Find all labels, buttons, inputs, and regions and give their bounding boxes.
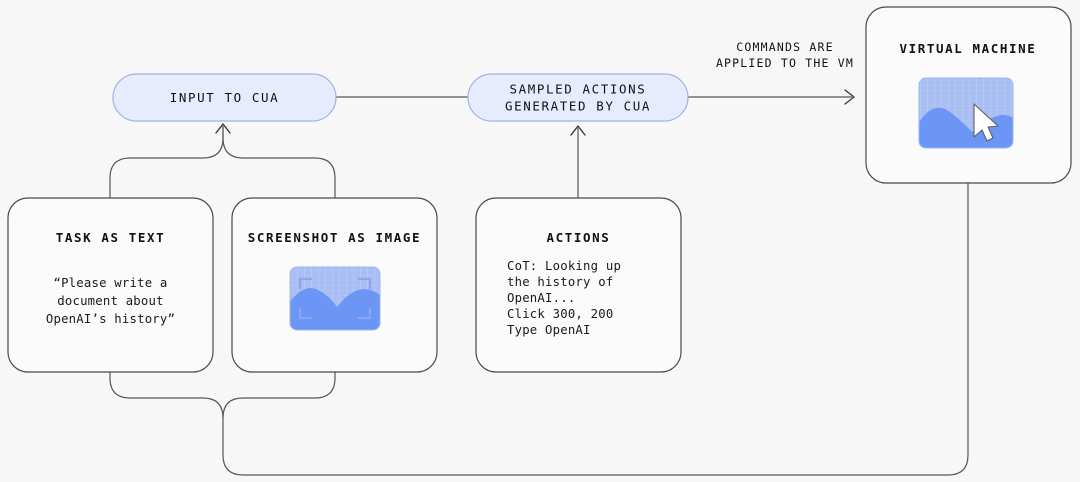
- edge-label-line2: APPLIED TO THE VM: [716, 56, 854, 70]
- node-task-as-text-title: TASK AS TEXT: [56, 230, 166, 245]
- node-actions-body-3: Click 300, 200: [507, 307, 613, 321]
- node-actions-body-4: Type OpenAI: [507, 323, 591, 337]
- connector-vm-to-inputs-feedback: [109, 183, 969, 476]
- node-task-as-text-body-1: document about: [57, 294, 163, 308]
- edge-label-commands-applied: COMMANDS ARE APPLIED TO THE VM: [716, 40, 854, 70]
- pill-input-to-cua[interactable]: INPUT TO CUA: [112, 73, 337, 122]
- node-screenshot-as-image[interactable]: SCREENSHOT AS IMAGE: [231, 197, 438, 373]
- connector-screenshot-to-input: [222, 126, 336, 198]
- screenshot-corner-brackets: [298, 277, 372, 320]
- node-screenshot-as-image-title: SCREENSHOT AS IMAGE: [248, 230, 421, 245]
- pill-sampled-actions-label-line1: SAMPLED ACTIONS: [510, 82, 647, 97]
- node-virtual-machine-title: VIRTUAL MACHINE: [900, 41, 1037, 56]
- node-actions-title: ACTIONS: [547, 230, 611, 245]
- node-task-as-text-body-2: OpenAI’s history”: [46, 312, 175, 326]
- node-actions-body-0: CoT: Looking up: [507, 259, 621, 273]
- pill-sampled-actions-label-line2: GENERATED BY CUA: [505, 99, 651, 114]
- vm-screen-frame: [918, 77, 1014, 149]
- screenshot-frame: [289, 266, 381, 331]
- arrowhead-into-sampled-actions: [570, 125, 586, 136]
- node-task-as-text-body-0: “Please write a: [53, 276, 167, 290]
- connector-screenshot-bottom-branch: [222, 372, 336, 419]
- arrowhead-into-vm: [844, 89, 855, 105]
- pill-sampled-actions-shape: [467, 73, 689, 122]
- node-actions-body-1: the history of: [507, 275, 613, 289]
- node-actions-body-2: OpenAI...: [507, 291, 575, 305]
- edge-label-line1: COMMANDS ARE: [736, 40, 833, 54]
- screenshot-wave: [290, 288, 380, 330]
- node-virtual-machine[interactable]: VIRTUAL MACHINE: [865, 6, 1072, 184]
- node-task-as-text[interactable]: TASK AS TEXT “Please write a document ab…: [7, 197, 214, 373]
- screen-thumbnail-icon: [918, 77, 1014, 149]
- mouse-cursor-icon: [973, 103, 999, 142]
- arrowhead-into-input-to-cua: [215, 123, 231, 134]
- screenshot-thumbnail-icon: [289, 266, 381, 331]
- node-actions[interactable]: ACTIONS CoT: Looking up the history of O…: [475, 197, 682, 373]
- pill-input-to-cua-label: INPUT TO CUA: [170, 90, 280, 105]
- node-task-as-text-shape: [7, 197, 214, 373]
- pill-sampled-actions[interactable]: SAMPLED ACTIONS GENERATED BY CUA: [467, 73, 689, 122]
- node-actions-shape: [475, 197, 682, 373]
- pill-input-to-cua-shape: [112, 73, 337, 122]
- connector-task-to-input: [109, 126, 224, 198]
